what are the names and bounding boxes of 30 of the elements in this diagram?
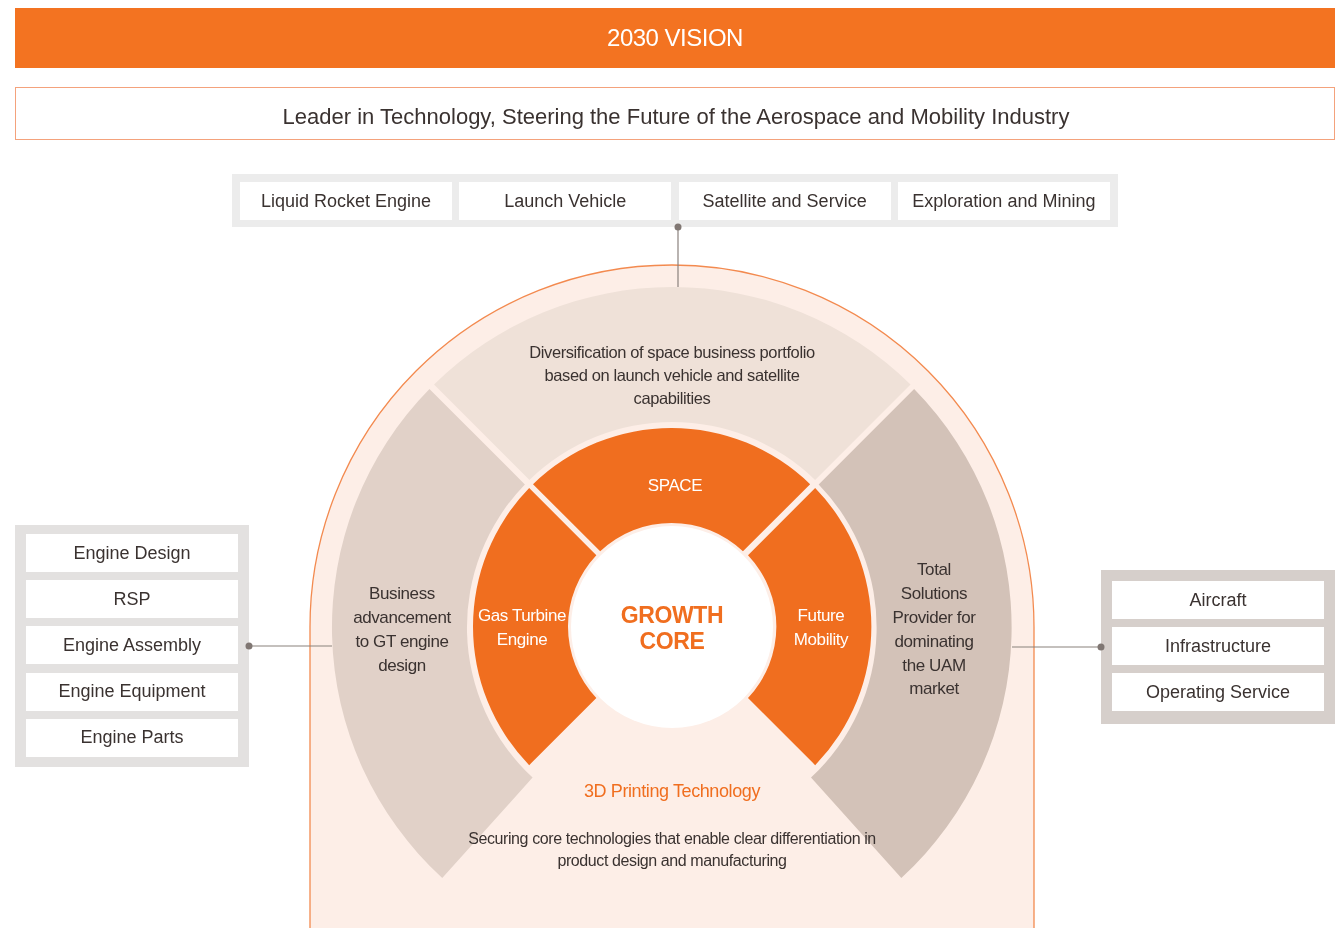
business-item-box: Engine Parts bbox=[26, 718, 238, 757]
business-item-box: Satellite and Service bbox=[678, 182, 891, 220]
mobility-business-panel bbox=[1101, 570, 1335, 724]
connector-line bbox=[245, 642, 333, 650]
engine-business-panel bbox=[15, 525, 249, 767]
business-item-box: Exploration and Mining bbox=[897, 182, 1110, 220]
space-strategy: Diversification of space business portfolio based on launch vehicle and satellite capabilities bbox=[528, 341, 816, 409]
business-item-box: Engine Design bbox=[26, 534, 238, 572]
business-item-box: Operating Service bbox=[1112, 673, 1324, 711]
gas-turbine-label: Gas Turbine Engine bbox=[476, 605, 568, 651]
business-item-box: Aircraft bbox=[1112, 581, 1324, 619]
vision-statement-box bbox=[15, 87, 1335, 140]
business-item-box: RSP bbox=[26, 580, 238, 619]
growth-core-label: GROWTH CORE bbox=[619, 601, 725, 655]
engine-strategy: Business advancement to GT engine design bbox=[352, 583, 452, 677]
business-item-box: Infrastructure bbox=[1112, 627, 1324, 665]
vision-statement: Leader in Technology, Steering the Future of the Aerospace and Mobility Industry bbox=[281, 103, 1071, 131]
business-item-box: Engine Assembly bbox=[26, 626, 238, 665]
technology-heading: 3D Printing Technology bbox=[583, 779, 762, 803]
mobility-strategy: Total Solutions Provider for dominating the UAM market bbox=[891, 559, 977, 701]
business-item-box: Engine Equipment bbox=[26, 672, 238, 711]
technology-description: Securing core technologies that enable clear differentiation in product design and manufacturing bbox=[467, 828, 877, 871]
future-mobility-label: Future Mobility bbox=[792, 605, 850, 651]
space-business-panel bbox=[232, 174, 1118, 227]
business-item-box: Launch Vehicle bbox=[459, 182, 672, 220]
space-label: SPACE bbox=[646, 475, 704, 497]
connector-line bbox=[1011, 643, 1105, 651]
business-item-box: Liquid Rocket Engine bbox=[240, 182, 452, 220]
connector-line bbox=[674, 223, 682, 288]
title-banner: 2030 VISION bbox=[15, 8, 1335, 68]
